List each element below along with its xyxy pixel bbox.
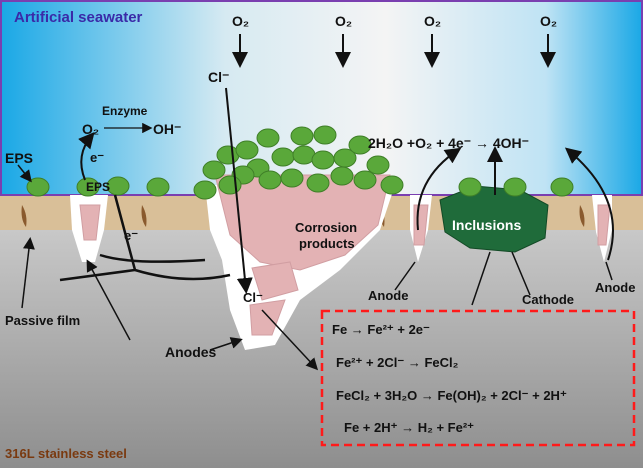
equation: Fe²⁺ + 2Cl⁻ → FeCl₂ <box>336 355 459 370</box>
anode-label: Anode <box>595 280 635 295</box>
passive-film-label: Passive film <box>5 313 80 328</box>
chloride-pit-label: Cl⁻ <box>243 290 263 305</box>
eps-film-label: EPS <box>86 180 110 194</box>
electron-label: e⁻ <box>90 150 104 165</box>
inclusion-particle <box>439 185 549 253</box>
oxygen-label: O₂ <box>232 13 249 29</box>
enzyme-hydroxide: OH⁻ <box>153 121 181 137</box>
cathode-label: Cathode <box>522 292 574 307</box>
arrows <box>17 34 614 371</box>
seawater-label: Artificial seawater <box>14 9 143 26</box>
corrosion-products-label: Corrosion <box>295 220 357 235</box>
oxygen-label: O₂ <box>335 13 352 29</box>
electron-label: e⁻ <box>124 228 138 243</box>
chloride-label: Cl⁻ <box>208 69 229 85</box>
enzyme-oxygen: O₂ <box>82 121 99 137</box>
equation: FeCl₂ + 3H₂O → Fe(OH)₂ + 2Cl⁻ + 2H⁺ <box>336 388 567 403</box>
inclusions-label: Inclusions <box>452 217 521 233</box>
eps-label: EPS <box>5 150 33 166</box>
oxygen-label: O₂ <box>540 13 557 29</box>
bacteria-cells <box>26 125 574 200</box>
steel-label: 316L stainless steel <box>5 446 127 461</box>
oxygen-label: O₂ <box>424 13 441 29</box>
anodes-label: Anodes <box>165 344 217 360</box>
corrosion-products-label: products <box>299 236 355 251</box>
enzyme-label: Enzyme <box>102 104 148 118</box>
reactions-box <box>320 309 636 447</box>
equation: Fe → Fe²⁺ + 2e⁻ <box>332 322 430 337</box>
equation: Fe + 2H⁺ → H₂ + Fe²⁺ <box>344 420 474 435</box>
cathodic-reaction: 2H₂O +O₂ + 4e⁻ → 4OH⁻ <box>368 135 529 151</box>
anode-label: Anode <box>368 288 408 303</box>
